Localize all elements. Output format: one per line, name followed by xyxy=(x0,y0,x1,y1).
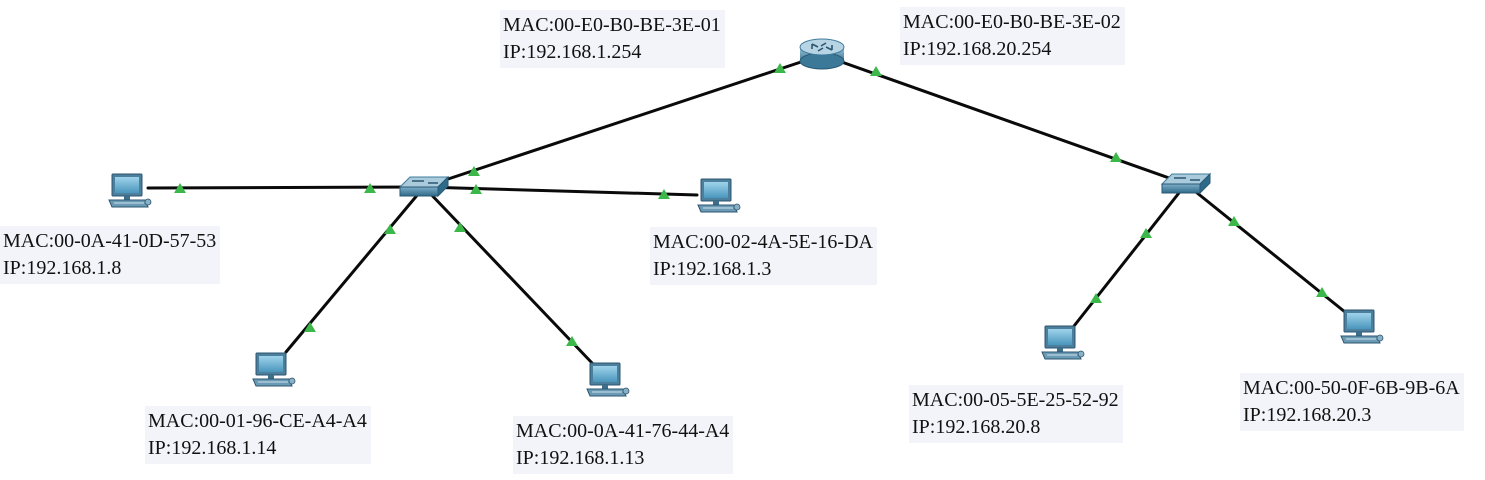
mac-address: MAC:00-01-96-CE-A4-A4 xyxy=(148,410,367,432)
mac-address: MAC:00-E0-B0-BE-3E-02 xyxy=(903,11,1121,33)
ip-address: IP:192.168.1.3 xyxy=(653,258,772,280)
cable-router-switch-right xyxy=(820,53,1188,186)
cable-switch-pc-4 xyxy=(422,185,595,366)
link-lights xyxy=(174,63,1328,346)
link-light xyxy=(774,63,786,73)
pc-2-label: MAC:00-02-4A-5E-16-DA IP:192.168.1.3 xyxy=(650,227,877,285)
cable-switch-right-pc-5 xyxy=(1072,182,1188,328)
link-light xyxy=(1316,287,1328,297)
link-light xyxy=(174,183,186,193)
link-light xyxy=(1110,152,1122,162)
pc-5-icon[interactable] xyxy=(1041,325,1085,360)
mac-address: MAC:00-50-0F-6B-9B-6A xyxy=(1243,377,1460,399)
link-light xyxy=(1228,216,1240,226)
pc-2-icon[interactable] xyxy=(697,178,741,213)
link-light xyxy=(454,222,466,232)
switch-left-icon[interactable] xyxy=(398,175,450,198)
ip-address: IP:192.168.1.254 xyxy=(503,41,642,63)
mac-address: MAC:00-05-5E-25-52-92 xyxy=(912,389,1119,411)
ip-address: IP:192.168.20.8 xyxy=(912,416,1041,438)
link-light xyxy=(1090,293,1102,303)
link-light xyxy=(566,336,578,346)
pc-1-label: MAC:00-0A-41-0D-57-53 IP:192.168.1.8 xyxy=(0,226,221,284)
pc-4-icon[interactable] xyxy=(586,362,630,397)
link-light xyxy=(468,166,480,176)
link-light xyxy=(870,66,882,76)
cable-router-switch-left xyxy=(422,53,824,189)
mac-address: MAC:00-0A-41-0D-57-53 xyxy=(3,230,217,252)
cable-switch-pc-3 xyxy=(284,185,426,354)
ip-address: IP:192.168.20.3 xyxy=(1243,404,1372,426)
link-light xyxy=(364,183,376,193)
cable-switch-pc-2 xyxy=(422,185,699,197)
router-interface-1-label: MAC:00-E0-B0-BE-3E-01 IP:192.168.1.254 xyxy=(500,10,725,68)
link-light xyxy=(304,322,316,332)
ip-address: IP:192.168.20.254 xyxy=(903,38,1052,60)
router-icon[interactable] xyxy=(799,38,845,70)
pc-5-label: MAC:00-05-5E-25-52-92 IP:192.168.20.8 xyxy=(909,385,1123,443)
link-light xyxy=(470,184,482,194)
pc-1-icon[interactable] xyxy=(108,173,152,208)
cables xyxy=(146,53,1347,366)
pc-6-label: MAC:00-50-0F-6B-9B-6A IP:192.168.20.3 xyxy=(1240,373,1464,431)
link-light xyxy=(1140,228,1152,238)
ip-address: IP:192.168.1.8 xyxy=(3,257,122,279)
cable-switch-pc-1 xyxy=(146,185,426,190)
mac-address: MAC:00-02-4A-5E-16-DA xyxy=(653,231,873,253)
pc-3-icon[interactable] xyxy=(252,352,296,387)
link-light xyxy=(384,224,396,234)
link-light xyxy=(658,189,670,199)
mac-address: MAC:00-E0-B0-BE-3E-01 xyxy=(503,14,721,36)
mac-address: MAC:00-0A-41-76-44-A4 xyxy=(516,420,730,442)
pc-6-icon[interactable] xyxy=(1340,309,1384,344)
router-interface-2-label: MAC:00-E0-B0-BE-3E-02 IP:192.168.20.254 xyxy=(900,7,1125,65)
ip-address: IP:192.168.1.14 xyxy=(148,437,277,459)
cable-switch-right-pc-6 xyxy=(1184,182,1347,314)
ip-address: IP:192.168.1.13 xyxy=(516,447,645,469)
pc-3-label: MAC:00-01-96-CE-A4-A4 IP:192.168.1.14 xyxy=(145,406,371,464)
pc-4-label: MAC:00-0A-41-76-44-A4 IP:192.168.1.13 xyxy=(513,416,734,474)
switch-right-icon[interactable] xyxy=(1160,172,1212,195)
